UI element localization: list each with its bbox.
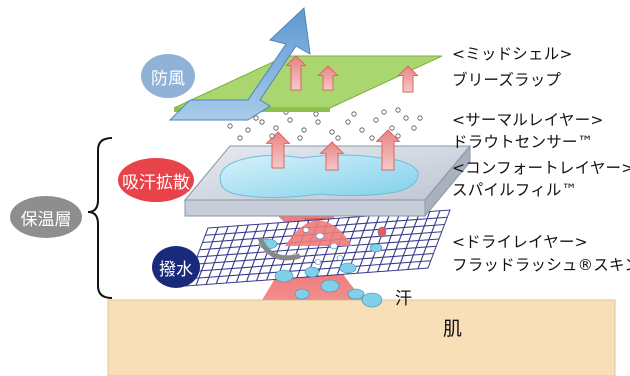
vapor-dot xyxy=(313,111,319,117)
vapor-dot xyxy=(269,133,275,139)
vapor-dot xyxy=(253,115,259,121)
comfort-product: スパイルフィル™ xyxy=(452,181,578,199)
vapor-dot xyxy=(411,125,417,131)
thermal-product: ドラウトセンサー™ xyxy=(452,133,594,151)
mid-shell-product: ブリーズラップ xyxy=(452,71,562,89)
vapor-dot xyxy=(329,129,335,135)
vapor-dot xyxy=(369,135,375,141)
vapor-dot xyxy=(345,119,351,125)
absorbed-water xyxy=(219,154,419,199)
vapor-dot xyxy=(297,135,303,141)
vapor-dot xyxy=(373,117,379,123)
droplet xyxy=(302,227,310,233)
vapor-dot xyxy=(395,133,401,139)
vapor-dot xyxy=(403,115,409,121)
droplet xyxy=(304,266,320,278)
vapor-arrows-shell xyxy=(285,55,419,93)
sweat-label: 汗 xyxy=(395,289,412,309)
vapor-dot xyxy=(287,117,293,123)
droplet xyxy=(330,242,338,250)
droplet xyxy=(339,262,357,274)
vapor-dot xyxy=(273,125,279,131)
vapor-dot xyxy=(227,123,233,129)
skin-label: 肌 xyxy=(443,318,463,340)
vapor-arrow xyxy=(285,55,307,91)
vapor-arrow xyxy=(317,65,339,91)
vapor-dot xyxy=(395,107,401,113)
vapor-dot xyxy=(351,111,357,117)
vapor-dot xyxy=(389,125,395,131)
badge-absorb-diffuse: 吸汗拡散 xyxy=(118,158,194,202)
grid-line xyxy=(194,245,437,265)
vapor-dot xyxy=(335,135,341,141)
vapor-arrow xyxy=(319,141,345,171)
vapor-dot xyxy=(245,127,251,133)
dry-heading: <ドライレイヤー> xyxy=(452,233,588,251)
droplet xyxy=(377,226,387,238)
droplet xyxy=(294,288,310,300)
droplet xyxy=(336,255,344,261)
mid-shell-heading: <ミッドシェル> xyxy=(452,45,573,63)
droplet xyxy=(315,232,325,240)
wind-arrow xyxy=(168,6,311,121)
badge-water-repellent: 撥水 xyxy=(152,246,200,288)
vapor-dot xyxy=(315,119,321,125)
droplet xyxy=(369,243,383,253)
droplet xyxy=(361,292,383,308)
wicking-curve-arrow xyxy=(257,236,301,261)
vapor-arrow xyxy=(265,131,291,169)
thermal-heading: <サーマルレイヤー> xyxy=(452,111,604,129)
badge-windproof: 防風 xyxy=(141,54,195,98)
vapor-dot xyxy=(259,119,265,125)
vapor-dot xyxy=(237,135,243,141)
vapor-dot xyxy=(301,127,307,133)
skin-block xyxy=(107,299,616,376)
vapor-arrows-thermal xyxy=(265,129,401,171)
grid-line xyxy=(191,252,434,273)
droplet xyxy=(320,279,340,293)
droplet xyxy=(347,288,365,300)
insulation-bracket xyxy=(87,137,113,299)
vapor-dot xyxy=(417,115,423,121)
badge-insulation: 保温層 xyxy=(10,196,82,238)
grid-line xyxy=(196,238,440,258)
vapor-dot xyxy=(359,127,365,133)
vapor-dot xyxy=(381,109,387,115)
comfort-heading: <コンフォートレイヤー> xyxy=(452,159,630,177)
vapor-arrow xyxy=(397,65,419,93)
droplet xyxy=(274,269,294,283)
dry-product: フラッドラッシュ®スキン xyxy=(452,256,630,274)
sweat-droplet-icon xyxy=(361,292,383,308)
sweat-droplets xyxy=(258,226,387,300)
droplet xyxy=(314,259,322,265)
vapor-arrow xyxy=(375,129,401,171)
